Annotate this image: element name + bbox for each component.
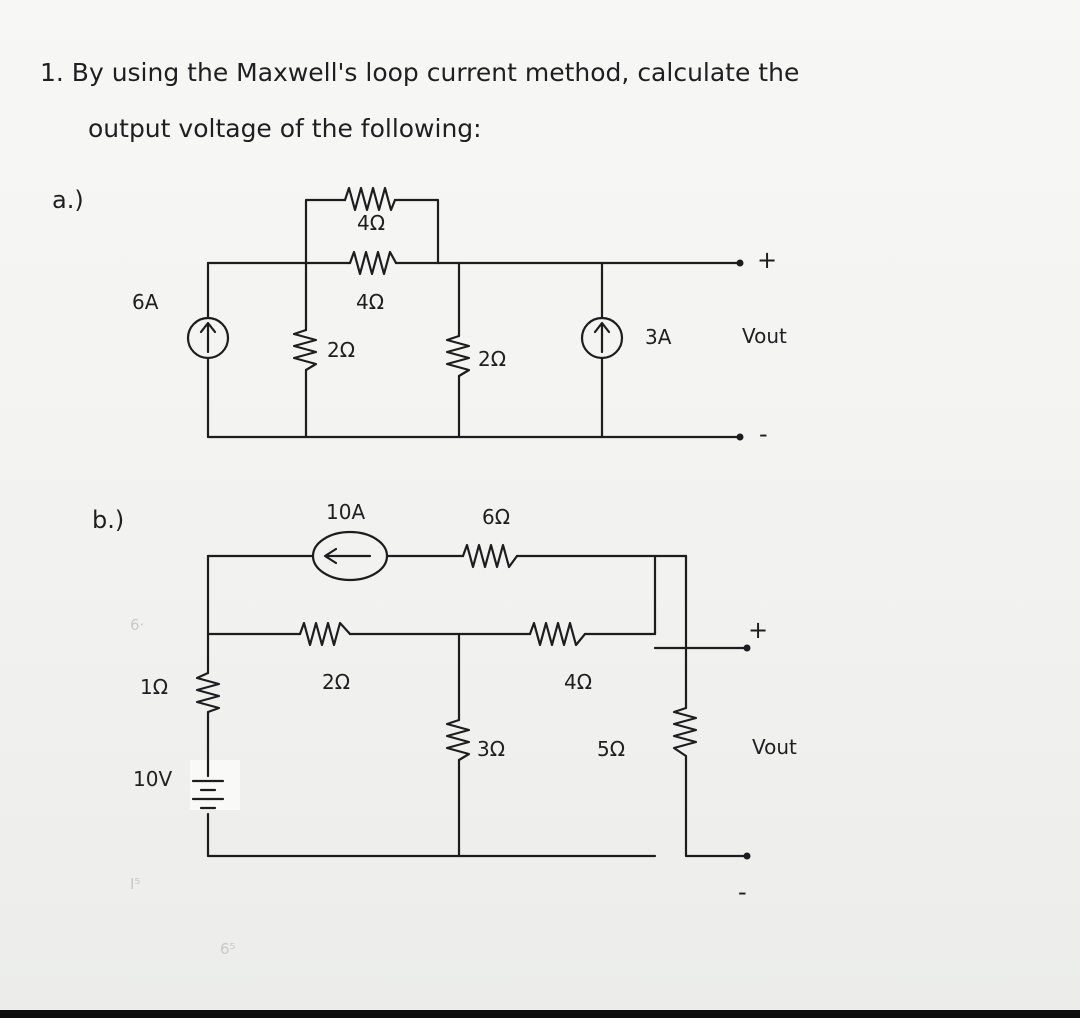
resistor-b-center <box>445 718 471 762</box>
battery-b-value: 10V <box>133 767 173 791</box>
vout-b-label: Vout <box>752 735 797 759</box>
resistor-a-left <box>292 328 318 372</box>
circuit-b <box>191 530 751 860</box>
resistor-a-right <box>445 334 471 378</box>
resistor-a-top <box>343 186 397 212</box>
bottom-edge <box>0 1010 1080 1018</box>
resistor-b-left-value: 1Ω <box>140 675 169 699</box>
resistor-b-right-value: 5Ω <box>597 737 626 761</box>
resistor-a-mid-value: 4Ω <box>356 290 385 314</box>
vout-a-plus: + <box>757 246 778 274</box>
source-a-left-value: 6A <box>132 290 159 314</box>
resistor-b-center-value: 3Ω <box>477 737 506 761</box>
resistor-b-right <box>672 706 698 758</box>
erased-pencil-marks: I⁵ <box>130 875 141 893</box>
source-a-right-value: 3A <box>645 325 672 349</box>
terminal-b-plus <box>743 644 751 652</box>
vout-b-plus: + <box>748 616 769 644</box>
current-source-b <box>311 530 389 582</box>
wire-a-parallel-box <box>304 198 440 265</box>
erased-pencil-marks: 6⁵ <box>220 940 236 958</box>
question-line-1: 1. By using the Maxwell's loop current m… <box>40 58 800 87</box>
source-b-current-value: 10A <box>326 500 366 524</box>
wire-b-top <box>206 554 657 636</box>
resistor-a-left-value: 2Ω <box>327 338 356 362</box>
resistor-b-top-value: 6Ω <box>482 505 511 529</box>
vout-b-minus: - <box>738 878 747 906</box>
resistor-a-right-value: 2Ω <box>478 347 507 371</box>
vout-a-minus: - <box>759 420 768 448</box>
resistor-b-mid-right-value: 4Ω <box>564 670 593 694</box>
resistor-a-top-value: 4Ω <box>357 211 386 235</box>
correction-tape <box>190 760 240 810</box>
erased-pencil-marks: 6· <box>130 616 145 634</box>
current-source-a-right <box>580 316 624 360</box>
resistor-b-mid-right <box>528 621 587 647</box>
terminal-b-minus <box>743 852 751 860</box>
wire-b-right <box>684 554 747 858</box>
circuit-a <box>186 186 744 441</box>
resistor-b-mid-left-value: 2Ω <box>322 670 351 694</box>
current-source-a-left <box>186 316 230 360</box>
terminal-a-minus <box>736 433 744 441</box>
part-a-label: a.) <box>52 186 84 214</box>
part-b-label: b.) <box>92 506 125 534</box>
resistor-b-top <box>461 543 519 569</box>
wire-b-left <box>206 554 657 858</box>
battery-b <box>191 779 225 810</box>
resistor-b-left <box>195 671 221 714</box>
vout-a-label: Vout <box>742 324 787 348</box>
resistor-b-mid-left <box>298 621 352 647</box>
terminal-a-plus <box>736 259 744 267</box>
resistor-a-mid-zigzag <box>348 250 398 276</box>
question-line-2: output voltage of the following: <box>88 114 482 143</box>
